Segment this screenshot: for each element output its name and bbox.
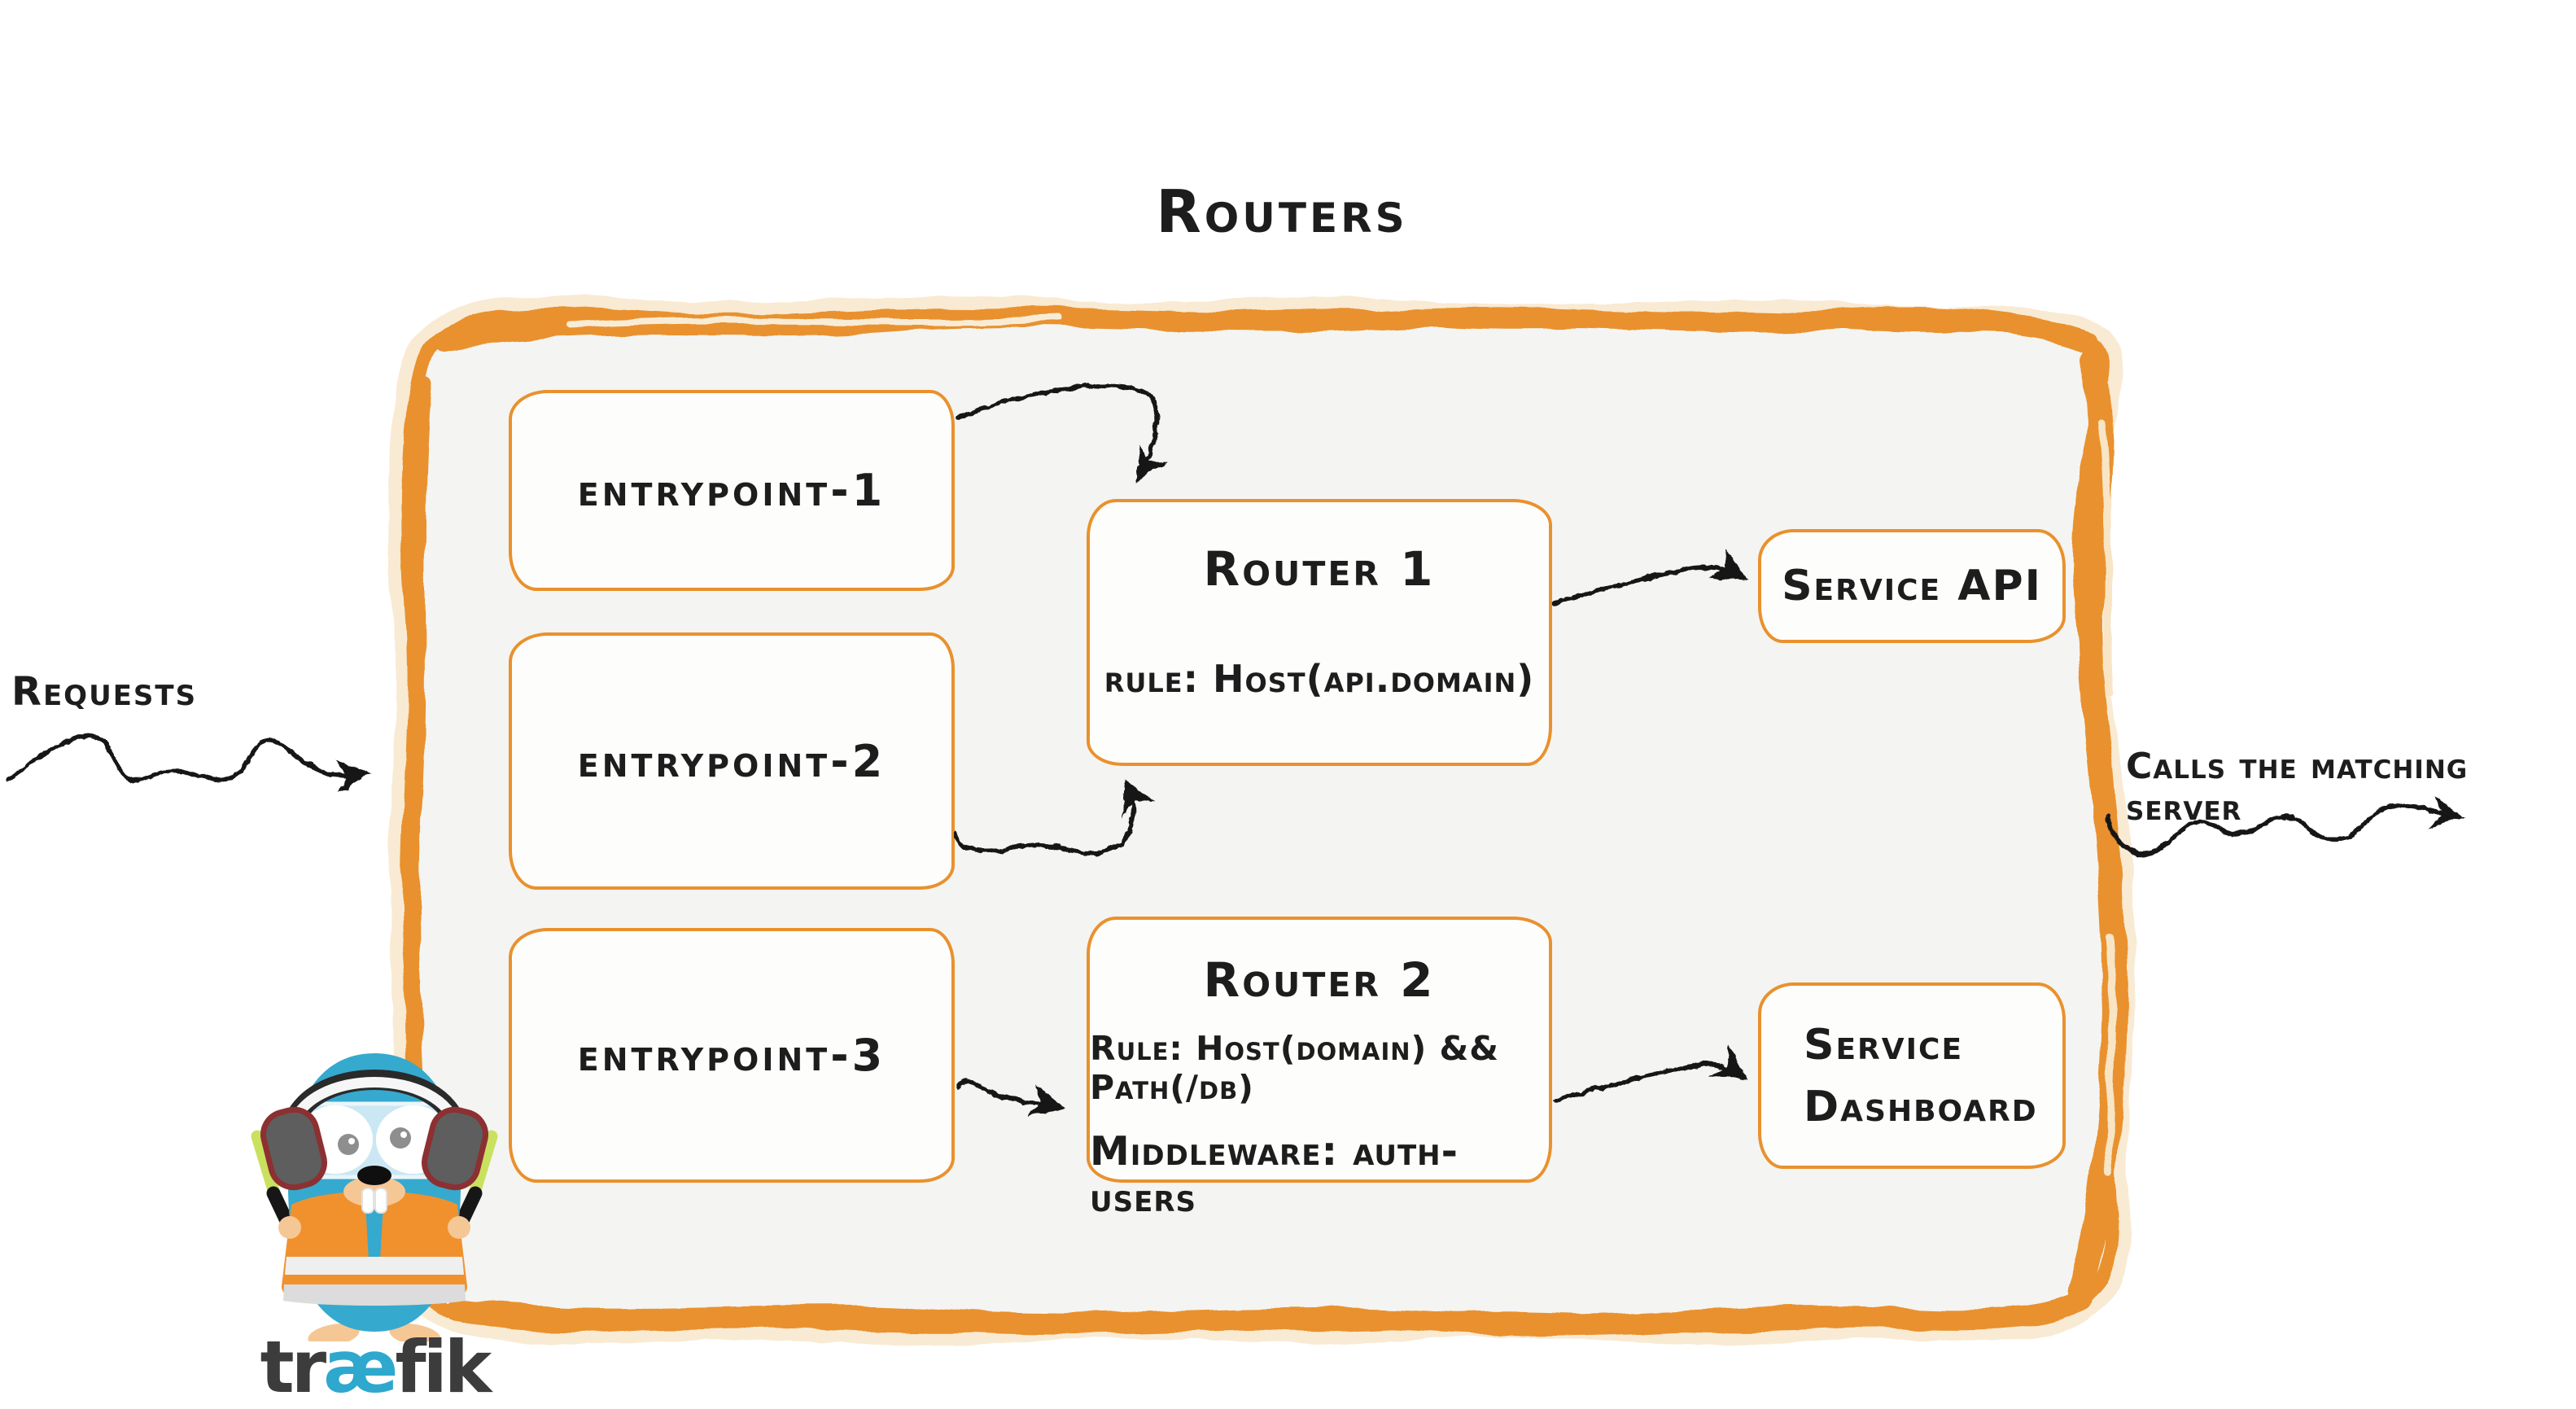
gopher-nose bbox=[357, 1166, 391, 1185]
gopher-headphone-band-inner bbox=[286, 1077, 463, 1136]
gopher-tooth-left bbox=[361, 1188, 374, 1214]
router-1-rule: rule: Host(api.domain) bbox=[1104, 657, 1535, 701]
service-dashboard-box: Service Dashboard bbox=[1758, 982, 2066, 1169]
router-2-rule: Rule: Host(domain) && Path(/db) bbox=[1090, 1029, 1500, 1107]
entrypoint-2-box: entrypoint-2 bbox=[509, 632, 955, 890]
entrypoint-1-label: entrypoint-1 bbox=[577, 465, 886, 516]
service-dashboard-label-line1: Service bbox=[1804, 1020, 1964, 1070]
container-highlight-2 bbox=[2105, 932, 2116, 1176]
router-1-box: Router 1 rule: Host(api.domain) bbox=[1087, 499, 1552, 766]
gopher-foot-left bbox=[308, 1324, 360, 1341]
gopher-pupil-left-highlight bbox=[348, 1138, 355, 1144]
gopher-tooth-right bbox=[374, 1188, 387, 1214]
gopher-vest-stripe-gray bbox=[283, 1284, 466, 1306]
container-brush-bottom bbox=[445, 1290, 2093, 1336]
wordmark-fik: fik bbox=[395, 1325, 492, 1409]
gopher-earcup-right bbox=[422, 1106, 488, 1191]
gopher-pupil-left bbox=[338, 1134, 359, 1155]
diagram-title: Routers bbox=[1156, 177, 1408, 246]
entrypoint-3-label: entrypoint-3 bbox=[577, 1030, 886, 1081]
service-api-label: Service API bbox=[1782, 562, 2042, 610]
gopher-foot-right bbox=[389, 1324, 441, 1341]
container-brush-top bbox=[434, 306, 2098, 352]
traefik-gopher-mascot bbox=[251, 1053, 498, 1341]
calls-matching-server-label: Calls the matching server bbox=[2126, 746, 2469, 829]
gopher-pupil-right-highlight bbox=[400, 1131, 407, 1138]
gopher-pupil-right bbox=[390, 1127, 411, 1149]
gopher-hand-left bbox=[278, 1216, 301, 1239]
container-highlight-1 bbox=[2097, 419, 2114, 696]
router-2-title: Router 2 bbox=[1203, 952, 1436, 1008]
entrypoint-3-box: entrypoint-3 bbox=[509, 928, 955, 1183]
gopher-hand-right bbox=[448, 1216, 470, 1239]
router-1-title: Router 1 bbox=[1203, 541, 1436, 597]
gopher-vest-stripe-white bbox=[285, 1257, 464, 1275]
entrypoint-2-label: entrypoint-2 bbox=[577, 735, 886, 787]
requests-label: Requests bbox=[11, 669, 198, 715]
router-2-box: Router 2 Rule: Host(domain) && Path(/db)… bbox=[1087, 917, 1552, 1221]
wordmark-ae: æ bbox=[323, 1325, 398, 1409]
traefik-wordmark: træfik bbox=[232, 1325, 517, 1409]
container-highlight-3 bbox=[566, 316, 1061, 329]
gopher-earcup-left bbox=[260, 1106, 327, 1191]
router-2-middleware: Middleware: auth-users bbox=[1090, 1128, 1459, 1221]
wordmark-tr: tr bbox=[260, 1325, 326, 1409]
service-dashboard-label-line2: Dashboard bbox=[1804, 1082, 2038, 1131]
gopher-muzzle bbox=[343, 1176, 405, 1207]
entrypoint-1-box: entrypoint-1 bbox=[509, 390, 955, 591]
service-api-box: Service API bbox=[1758, 529, 2066, 643]
